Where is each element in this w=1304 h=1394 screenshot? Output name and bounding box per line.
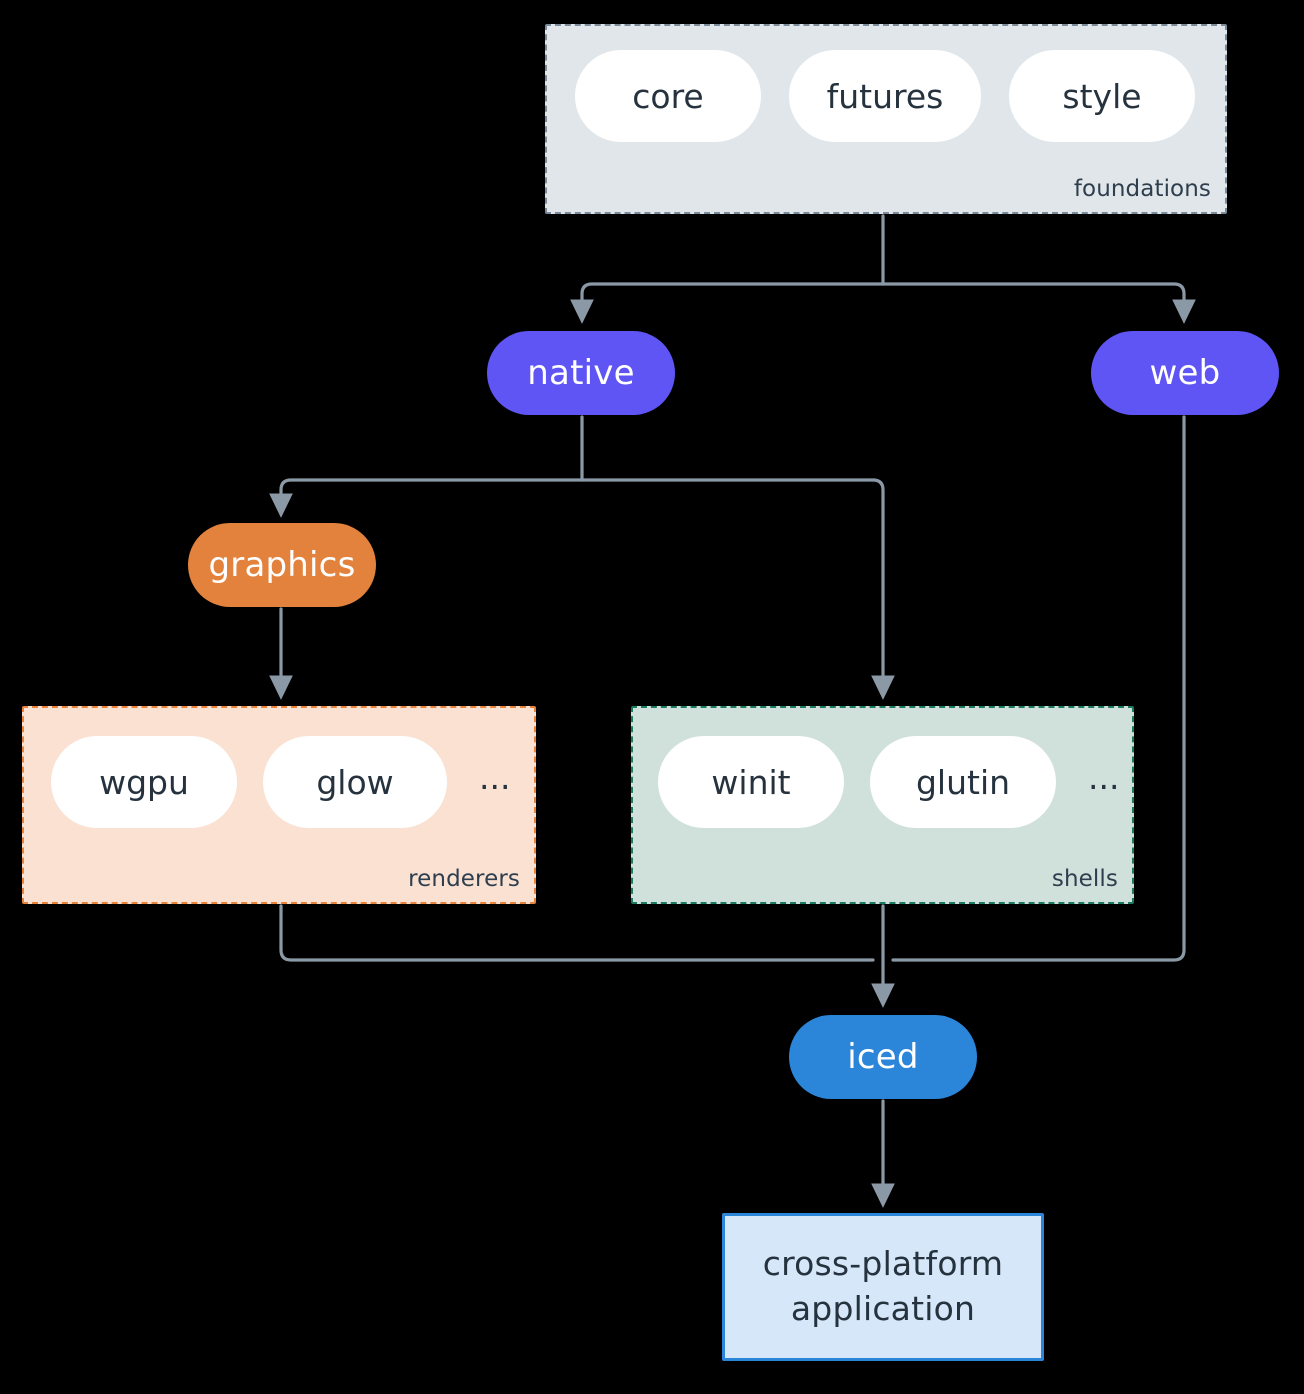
cluster-renderers-label: renderers <box>408 866 520 892</box>
cluster-shells: winit glutin ... shells <box>631 706 1134 904</box>
application-label-line-1: cross-platform <box>762 1244 1004 1284</box>
node-iced[interactable]: iced <box>789 1015 977 1099</box>
cluster-shells-items: winit glutin ... <box>658 736 1119 828</box>
node-native[interactable]: native <box>487 331 675 415</box>
cluster-foundations: core futures style foundations <box>545 24 1227 214</box>
node-web[interactable]: web <box>1091 331 1279 415</box>
node-style[interactable]: style <box>1009 50 1195 142</box>
cluster-foundations-label: foundations <box>1073 176 1211 202</box>
edge-renderers-iced <box>279 904 875 962</box>
cluster-renderers: wgpu glow ... renderers <box>22 706 536 904</box>
node-graphics[interactable]: graphics <box>188 523 376 607</box>
shells-ellipsis: ... <box>1088 757 1120 797</box>
node-glow[interactable]: glow <box>263 736 447 828</box>
application-label-line-2: application <box>790 1289 976 1328</box>
cluster-renderers-items: wgpu glow ... <box>51 736 510 828</box>
edge-foundations-native <box>570 282 885 324</box>
node-cross-platform-application[interactable]: cross-platform application <box>722 1213 1044 1361</box>
edge-native-graphics <box>269 478 584 518</box>
node-core[interactable]: core <box>575 50 761 142</box>
node-glutin[interactable]: glutin <box>870 736 1056 828</box>
node-wgpu[interactable]: wgpu <box>51 736 237 828</box>
renderers-ellipsis: ... <box>479 757 511 797</box>
edge-foundations-web <box>881 282 1196 324</box>
cluster-foundations-items: core futures style <box>575 50 1195 142</box>
node-winit[interactable]: winit <box>658 736 844 828</box>
cluster-shells-label: shells <box>1051 866 1118 892</box>
node-futures[interactable]: futures <box>789 50 981 142</box>
edge-native-shells <box>580 478 895 700</box>
